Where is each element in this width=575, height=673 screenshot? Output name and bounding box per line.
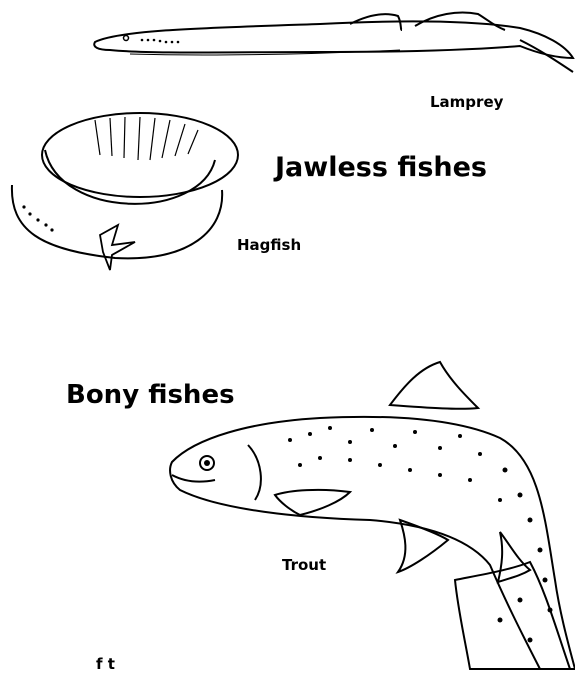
lamprey-label: Lamprey xyxy=(430,93,503,111)
trout-illustration xyxy=(0,350,575,669)
trout-label: Trout xyxy=(282,556,326,574)
hagfish-label: Hagfish xyxy=(237,236,301,254)
jawless-fishes-heading: Jawless fishes xyxy=(275,152,487,183)
hagfish-illustration xyxy=(0,100,260,280)
partial-bottom-label: f t xyxy=(96,655,115,673)
